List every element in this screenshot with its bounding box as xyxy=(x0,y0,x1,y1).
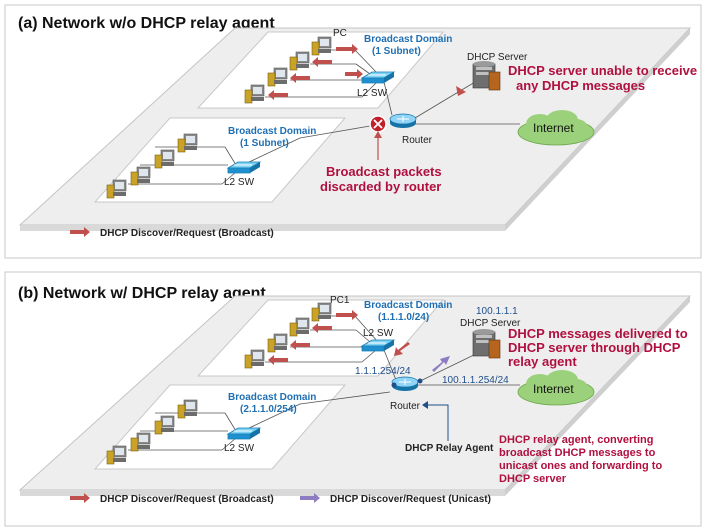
legend-broadcast-arrow xyxy=(70,493,90,503)
router-ip-right: 100.1.1.254/24 xyxy=(442,375,509,386)
panel-b-server-note-line2: DHCP server through DHCP xyxy=(508,340,681,355)
panel-b-pc-label: PC1 xyxy=(330,295,350,306)
panel-b-subnet-bottom xyxy=(93,384,347,470)
panel-b-relay-note-line2: broadcast DHCP messages to xyxy=(499,447,656,459)
legend-unicast-arrow xyxy=(300,493,320,503)
broadcast-arrow xyxy=(312,323,332,333)
panel-b-title: (b) Network w/ DHCP relay agent xyxy=(18,285,266,302)
panel-a-server-label: DHCP Server xyxy=(467,52,528,63)
panel-a-router-note-line1: Broadcast packets xyxy=(326,164,442,179)
panel-b-server-note-line1: DHCP messages delivered to xyxy=(508,326,688,341)
router-icon xyxy=(389,113,417,129)
panel-a-domain-bottom-subnet: (1 Subnet) xyxy=(240,138,289,149)
panel-b-domain-bottom-subnet: (2.1.1.0/254) xyxy=(240,404,297,415)
panel-a-subnet-bottom xyxy=(93,117,347,203)
panel-b-relay-note-line4: DHCP server xyxy=(499,473,567,485)
panel-a-router-note-line2: discarded by router xyxy=(320,179,441,194)
panel-b-domain-top-label: Broadcast Domain xyxy=(364,300,452,311)
panel-b-server-note-line3: relay agent xyxy=(508,354,577,369)
server-ip: 100.1.1.1 xyxy=(476,306,518,317)
panel-b-switch-bottom-label: L2 SW xyxy=(224,443,255,454)
broadcast-arrow xyxy=(394,342,410,356)
panel-a-switch-top-label: L2 SW xyxy=(357,88,388,99)
panel-a-pc-label: PC xyxy=(333,28,347,39)
panel-b-relay-note-line3: unicast ones and forwarding to xyxy=(499,460,662,472)
panel-a-legend-broadcast: DHCP Discover/Request (Broadcast) xyxy=(100,228,274,239)
panel-a-platform-edge xyxy=(20,225,505,231)
relay-agent-pointer xyxy=(428,404,449,441)
broadcast-arrow xyxy=(290,340,310,350)
panel-b-domain-bottom-label: Broadcast Domain xyxy=(228,392,316,403)
panel-b-domain-top-subnet: (1.1.1.0/24) xyxy=(378,312,429,323)
panel-b-internet-label: Internet xyxy=(533,382,574,396)
panel-b-legend-unicast: DHCP Discover/Request (Unicast) xyxy=(330,494,491,505)
panel-b-legend-broadcast: DHCP Discover/Request (Broadcast) xyxy=(100,494,274,505)
panel-b-relay-note-line1: DHCP relay agent, converting xyxy=(499,434,653,446)
panel-b-router-label: Router xyxy=(390,401,421,412)
panel-a-domain-bottom-label: Broadcast Domain xyxy=(228,126,316,137)
broadcast-arrow xyxy=(268,355,288,365)
router-ip-left: 1.1.1.254/24 xyxy=(355,366,411,377)
relay-agent-label: DHCP Relay Agent xyxy=(405,443,494,454)
panel-a-switch-bottom-label: L2 SW xyxy=(224,177,255,188)
panel-a-domain-top-subnet: (1 Subnet) xyxy=(372,46,421,57)
panel-a-router-label: Router xyxy=(402,135,433,146)
panel-b-switch-top-label: L2 SW xyxy=(363,328,394,339)
panel-a-title: (a) Network w/o DHCP relay agent xyxy=(18,15,275,32)
broadcast-arrow xyxy=(290,73,310,83)
panel-a-server-note-line2: any DHCP messages xyxy=(516,78,645,93)
broadcast-arrow xyxy=(312,57,332,67)
broadcast-arrow xyxy=(336,44,358,54)
blocked-arrow xyxy=(456,86,466,96)
panel-a-server-note-line1: DHCP server unable to receive xyxy=(508,63,697,78)
broadcast-arrow xyxy=(336,310,358,320)
panel-a-internet-label: Internet xyxy=(533,121,574,135)
panel-b-server-label: DHCP Server xyxy=(460,318,521,329)
unicast-arrow xyxy=(432,356,450,372)
broadcast-arrow xyxy=(268,90,288,100)
legend-broadcast-arrow xyxy=(70,227,90,237)
panel-a-domain-top-label: Broadcast Domain xyxy=(364,34,452,45)
broadcast-arrow xyxy=(345,69,363,79)
